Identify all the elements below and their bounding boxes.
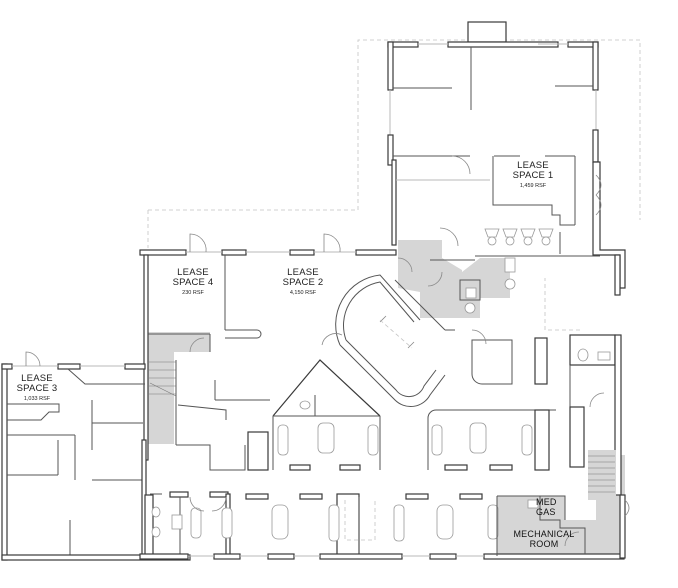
lease-space-2-name2: SPACE 2 <box>282 277 324 289</box>
lease-space-3-walls <box>1 351 191 561</box>
lease-space-1-area: 1,459 RSF <box>519 182 547 189</box>
lease-space-2-name: LEASE <box>287 267 319 278</box>
east-rooms <box>471 334 622 496</box>
lease-space-3-label: LEASE SPACE 3 1,033 RSF <box>0 373 74 402</box>
lease-space-4-name2: SPACE 4 <box>172 277 214 289</box>
med-gas-line2: GAS <box>536 506 556 517</box>
lease-space-2-area: 4,150 RSF <box>289 289 317 296</box>
central-north-wall <box>139 233 621 296</box>
corridor-walls <box>176 380 270 471</box>
north-wing <box>387 21 626 289</box>
lease-space-4-label: LEASE SPACE 4 230 RSF <box>155 267 231 296</box>
mechanical-room-label: MECHANICAL ROOM <box>508 529 580 550</box>
reception-desk <box>321 274 455 407</box>
lease-space-3-name: LEASE <box>21 373 53 384</box>
lease-space-3-name2: SPACE 3 <box>16 383 58 395</box>
mechanical-room-line1: MECHANICAL <box>513 529 575 539</box>
lease-space-3-area: 1,033 RSF <box>23 395 51 402</box>
lease-space-1-label: LEASE SPACE 1 1,459 RSF <box>495 160 571 189</box>
exam-rooms-middle <box>272 409 556 471</box>
lease-space-1-name2: SPACE 1 <box>512 170 554 182</box>
lease-space-4-area: 230 RSF <box>182 289 204 296</box>
mechanical-room-line2: ROOM <box>529 538 559 549</box>
west-stairs <box>148 360 177 445</box>
east-stairs <box>588 450 616 500</box>
triangle-room <box>272 359 381 417</box>
med-gas-line1: MED <box>536 497 557 507</box>
lease-space-4-name: LEASE <box>177 267 209 278</box>
shaded-areas <box>148 240 625 556</box>
mechanical-room-walls <box>496 494 630 559</box>
lounge-chairs <box>484 228 561 254</box>
south-wing <box>139 491 625 560</box>
lease-space-1-name: LEASE <box>517 160 549 171</box>
med-gas-label: MED GAS <box>536 497 564 518</box>
core-restrooms <box>397 257 516 345</box>
lease-space-2-label: LEASE SPACE 2 4,150 RSF <box>265 267 341 296</box>
